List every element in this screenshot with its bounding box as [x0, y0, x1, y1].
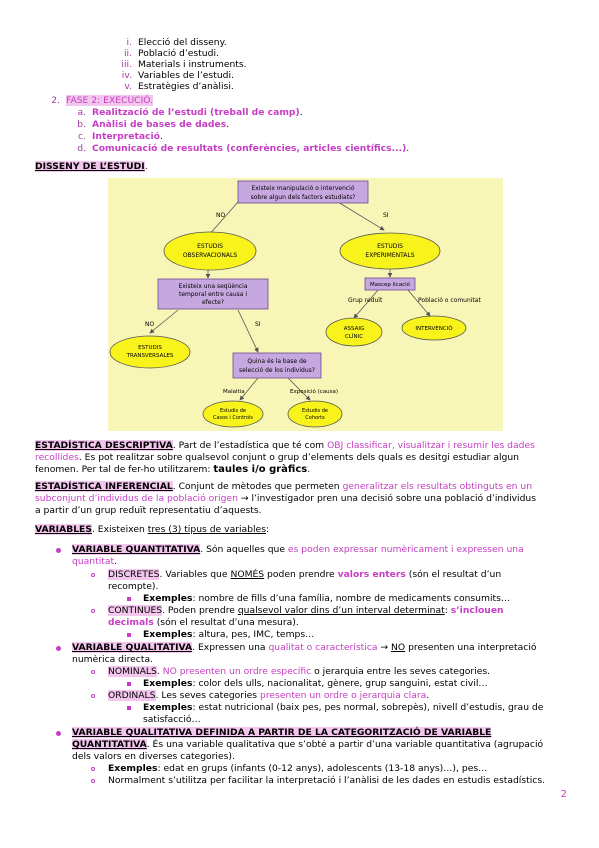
example-line-2: satisfacció… [143, 714, 201, 725]
observational-ellipse [163, 231, 257, 271]
bullet [56, 548, 61, 553]
sub-bullet [91, 694, 95, 698]
experimental-ellipse [339, 232, 441, 270]
no-label: NO [216, 212, 225, 219]
ordinals-line: ORDINALS. Les seves categories presenten… [108, 690, 430, 701]
subitem: v.Estratègies d’anàlisi. [124, 81, 234, 92]
casos-ellipse [202, 400, 264, 428]
fase2-item: c.Interpretació. [78, 131, 163, 142]
subitem: iv.Variables de l’estudi. [121, 70, 234, 81]
cohorts-ellipse [287, 400, 343, 428]
exposicio-label: Exposició (causa) [290, 388, 338, 395]
variables-intro: VARIABLES. Existeixen tres (3) tipus de … [35, 524, 270, 535]
nominals-line: NOMINALS. NO presenten un ordre específi… [108, 666, 491, 677]
sub-bullet [91, 609, 95, 613]
si-label: SI [255, 321, 261, 328]
example-line: Exemples: estat nutricional (baix pes, p… [143, 702, 544, 713]
q2-line: efecte? [202, 299, 224, 306]
transversals-ellipse [109, 335, 191, 369]
subitem: ii.Població d’estudi. [123, 48, 219, 59]
assaig-ellipse [325, 317, 383, 347]
mascep-label: Mascep licació [370, 281, 411, 288]
qualdef-line-1: VARIABLE QUALITATIVA DEFINIDA A PARTIR D… [72, 727, 492, 738]
qual-line-2: numèrica directa. [72, 654, 153, 665]
q1-line: Existeix manipulació o intervenció [251, 185, 354, 192]
exp-line: ESTUDIS [377, 243, 403, 250]
si-label: SI [383, 212, 389, 219]
disseny-heading: DISSENY DE L’ESTUDI. [35, 161, 148, 172]
question-box-selection [232, 352, 322, 379]
normal-line: Normalment s’utilitza per facilitar la i… [108, 775, 546, 786]
intervencio-ellipse [401, 315, 467, 341]
descr-line-2: recollides. Es pot realitzar sobre quals… [35, 452, 519, 463]
example-line: Exemples: color dels ulls, nacionalitat,… [143, 678, 488, 689]
subitem: iii.Materials i instruments. [121, 59, 247, 70]
cohorts-line: Estudis de [302, 408, 328, 414]
continues-line-2: decimals (són el resultat d’una mesura). [108, 617, 299, 628]
descr-line-3: fenomen. Per tal de fer-ho utilitzarem: … [35, 464, 311, 475]
discretes-line-1: DISCRETES. Variables que NOMÉS poden pre… [108, 569, 502, 580]
malaltia-label: Malaltia [223, 389, 245, 395]
square-bullet [127, 633, 131, 637]
fase2-item: b.Anàlisi de bases de dades. [77, 119, 230, 130]
assaig-line: ASSAIG [344, 326, 365, 332]
discretes-line-2: recompte). [108, 581, 159, 592]
qual-line-1: VARIABLE QUALITATIVA. Expressen una qual… [72, 642, 537, 653]
intervencio-label: INTERVENCIÓ [415, 325, 453, 332]
quant-line-1: VARIABLE QUANTITATIVA. Són aquelles que … [72, 544, 524, 555]
q2-line: Existeix una seqüència [178, 283, 247, 290]
question-box-temporal [157, 278, 269, 310]
sub-bullet [91, 573, 95, 577]
qualdef-line-2: QUANTITATIVA. És una variable qualitativ… [72, 739, 544, 750]
page-number: 2 [560, 789, 567, 800]
casos-line: Casos i Controls [213, 415, 253, 421]
example-line: Exemples: altura, pes, IMC, temps… [143, 629, 315, 640]
q1-line: sobre algun dels factors estudiats? [251, 194, 356, 201]
infer-line-1: ESTADÍSTICA INFERENCIAL. Conjunt de mèto… [35, 481, 533, 492]
sub-bullet [91, 779, 95, 783]
mascep-box [364, 277, 416, 291]
no-label: NO [145, 321, 154, 328]
study-design-diagram: Existeix manipulació o intervenció sobre… [108, 178, 503, 431]
sub-bullet [91, 767, 95, 771]
transversals-line: ESTUDIS [138, 345, 162, 351]
example-line: Exemples: nombre de fills d’una família,… [143, 593, 511, 604]
example-line: Exemples: edat en grups (infants (0-12 a… [108, 763, 488, 774]
bullet [56, 646, 61, 651]
continues-line-1: CONTINUES. Poden prendre qualsevol valor… [108, 605, 504, 616]
q2-line: temporal entre causa i [179, 291, 247, 298]
question-box-intervention [237, 180, 369, 204]
transversals-line: TRANSVERSALES [126, 353, 174, 359]
q3-line: Quina és la base de [247, 358, 307, 365]
square-bullet [127, 597, 131, 601]
q3-line: selecció de los individus? [239, 367, 315, 374]
obs-line: ESTUDIS [197, 243, 223, 250]
bullet [56, 731, 61, 736]
quant-line-2: quantitat. [72, 556, 118, 567]
subitem: i.Elecció del disseny. [126, 37, 227, 48]
descr-line-1: ESTADÍSTICA DESCRIPTIVA. Part de l’estad… [35, 440, 535, 451]
fase2-item: a.Realització de l’estudi (treball de ca… [77, 107, 303, 118]
poblacio-label: Població o comunitat [418, 297, 481, 304]
obs-line: OBSERVACIONALS [183, 252, 238, 259]
casos-line: Estudis de [220, 408, 246, 414]
square-bullet [127, 682, 131, 686]
grup-reduit-label: Grup reduït [348, 297, 383, 304]
infer-line-2: subconjunt d’individus de la població or… [35, 493, 537, 504]
fase2-heading: 2.FASE 2: EXECUCIÓ. [51, 95, 154, 106]
infer-line-3: a partir d’un grup reduït representatiu … [35, 505, 262, 516]
fase2-item: d.Comunicació de resultats (conferències… [77, 143, 410, 154]
assaig-line: CLÍNIC [345, 333, 363, 340]
cohorts-line: Cohorts [305, 415, 325, 421]
qualdef-line-3: dels valors en diverses categories). [72, 751, 235, 762]
sub-bullet [91, 670, 95, 674]
square-bullet [127, 706, 131, 710]
exp-line: EXPERIMENTALS [365, 252, 414, 259]
